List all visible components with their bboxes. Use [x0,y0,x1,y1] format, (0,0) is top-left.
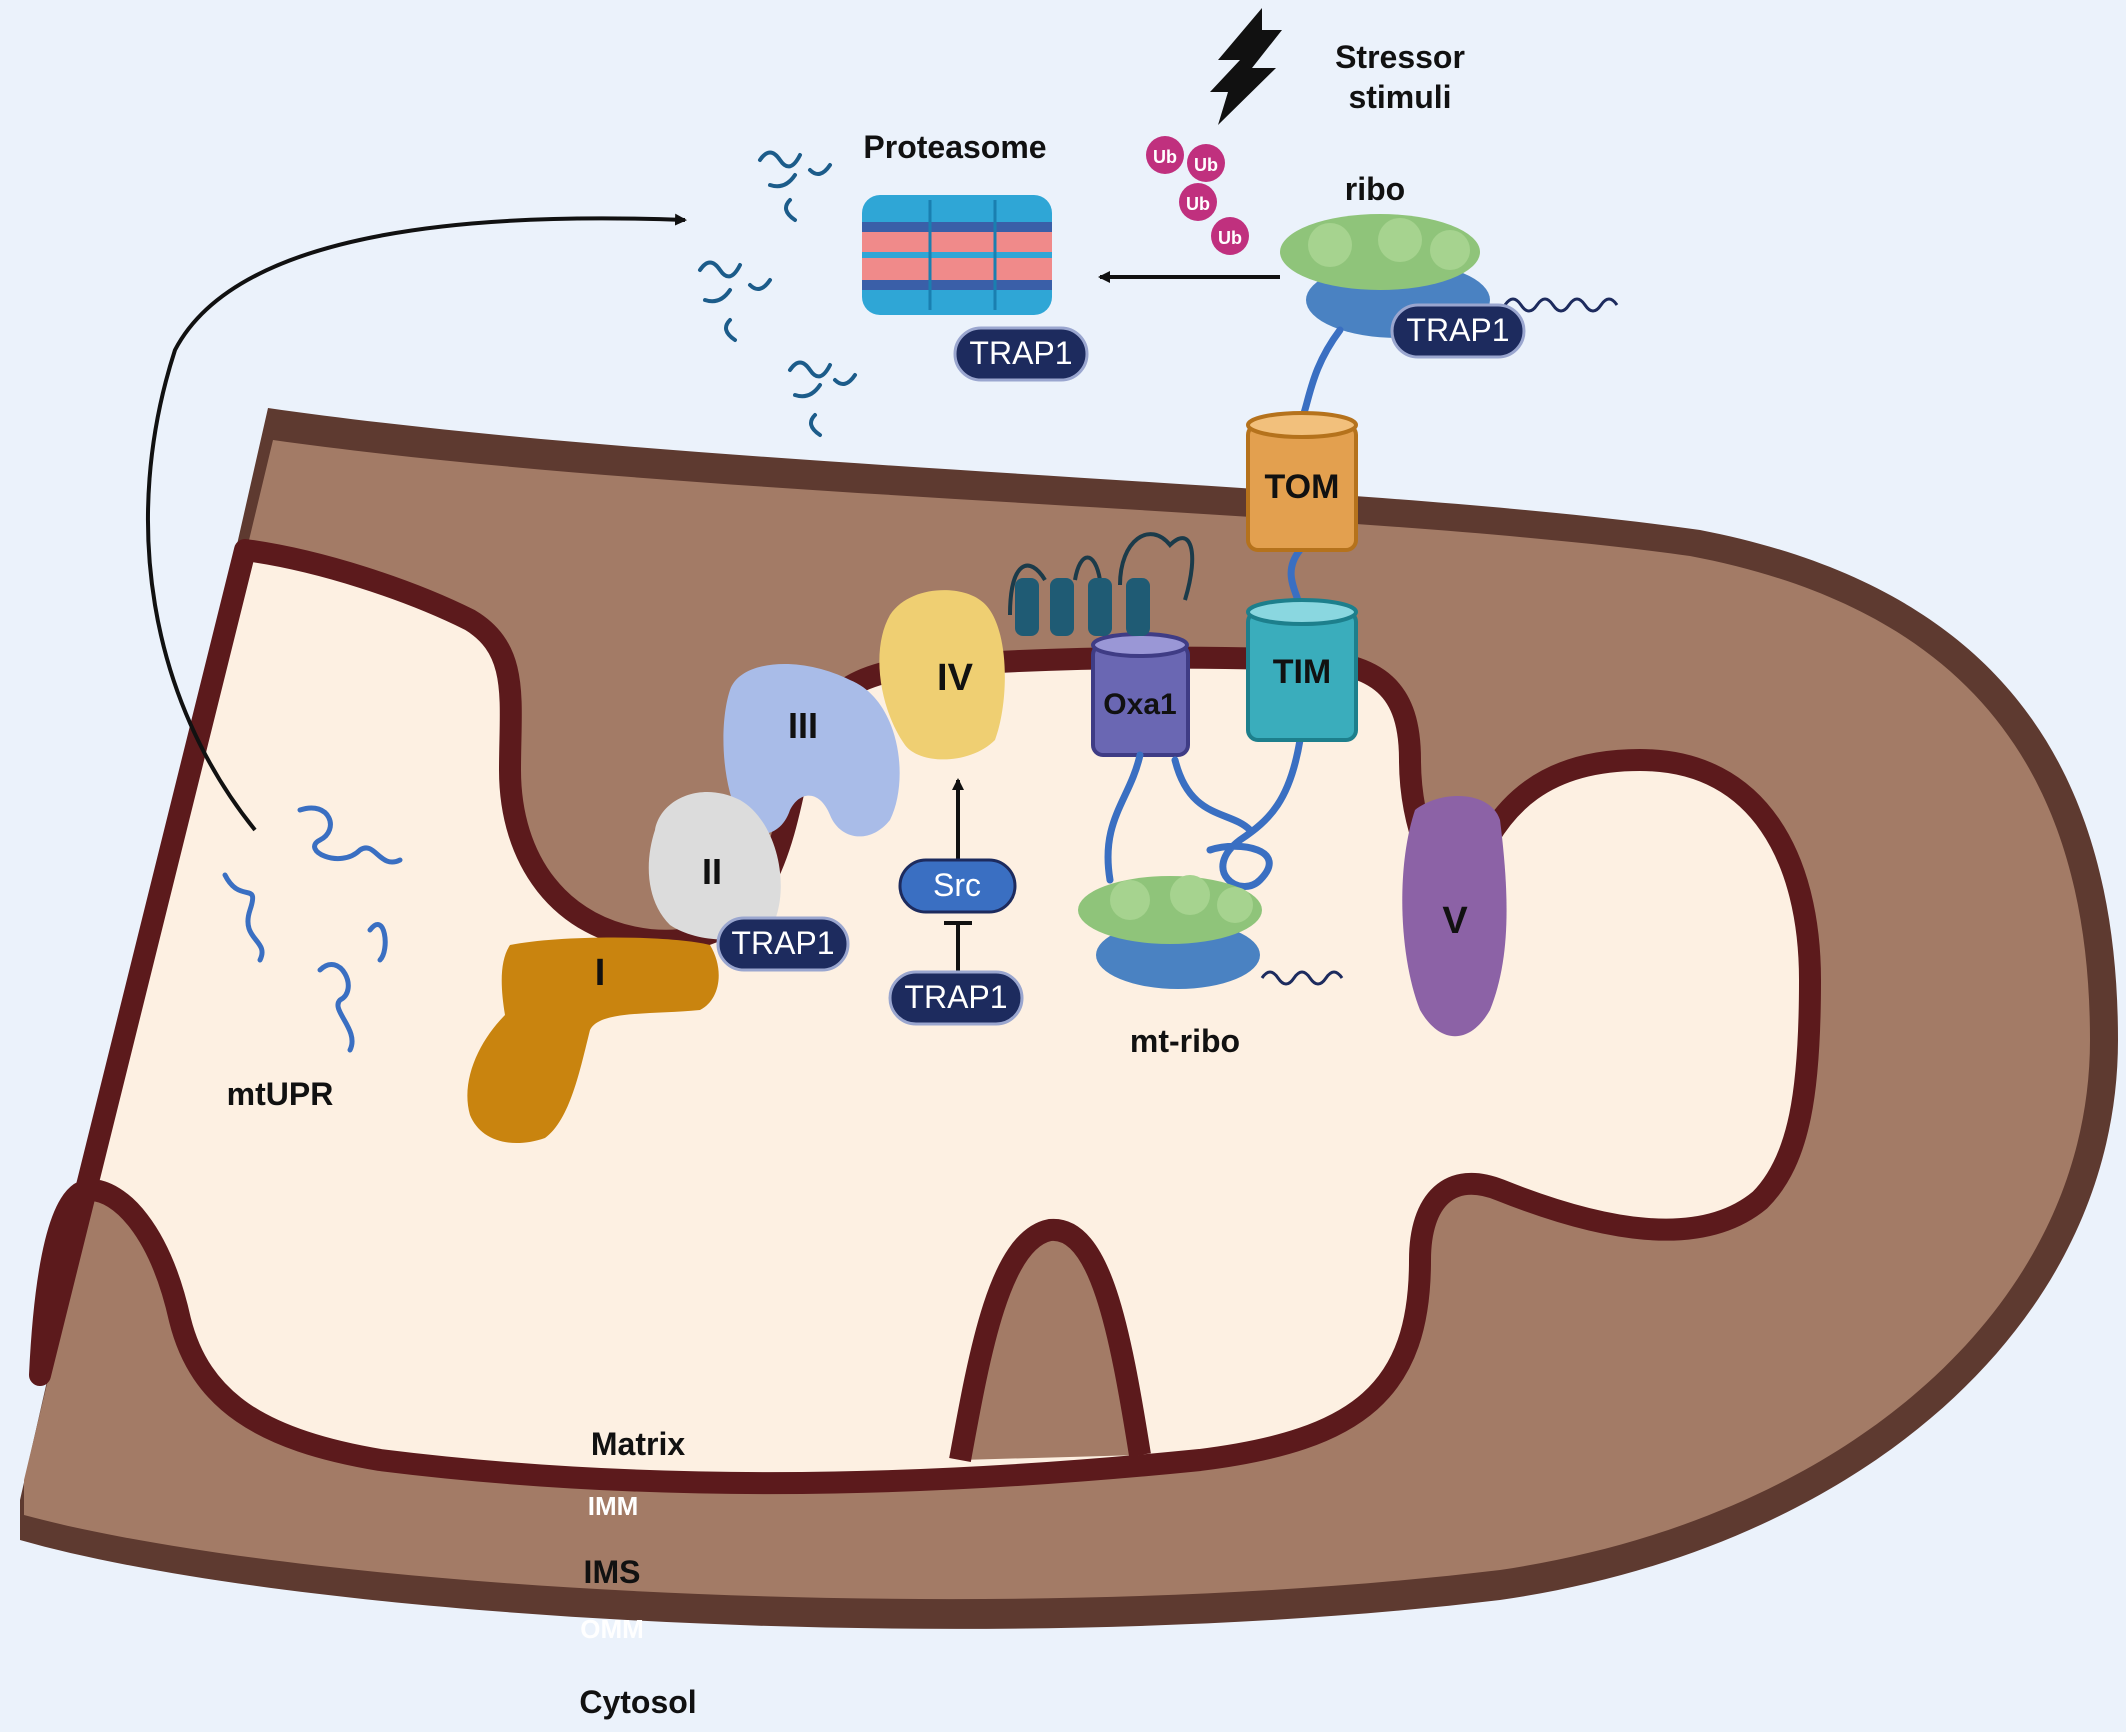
cytosol-label: Cytosol [579,1684,696,1720]
ub-label: Ub [1153,147,1177,167]
complex-i[interactable]: I [467,937,719,1144]
tom-complex[interactable]: TOM [1246,411,1358,552]
degraded-peptides [698,150,857,437]
complex-i-label: I [595,952,606,994]
trap1-complex-ii: TRAP1 [716,916,850,972]
ubiquitin-chain: Ub Ub Ub Ub [1146,136,1249,255]
mrna-matrix [1260,970,1344,986]
mtupr-label: mtUPR [227,1076,334,1112]
matrix-label: Matrix [591,1426,685,1462]
tim-complex[interactable]: TIM [1246,598,1358,742]
ub-label: Ub [1186,194,1210,214]
ub-label: Ub [1194,155,1218,175]
complex-ii-label: II [702,851,722,892]
inserted-membrane-protein [1008,532,1195,636]
oxa1-polypeptide [1104,751,1254,884]
trap1-label: TRAP1 [969,335,1072,371]
unfolded-proteins [222,805,403,1053]
crista-bottom [949,1218,1151,1462]
trap1-label: TRAP1 [1406,312,1509,348]
trap1-label: TRAP1 [904,979,1007,1015]
trap1-proteasome: TRAP1 [953,326,1089,382]
oxa1-label: Oxa1 [1103,688,1176,721]
tom-label: TOM [1265,468,1340,506]
ribo-label: ribo [1345,171,1405,207]
src-kinase[interactable]: Src [898,858,1017,914]
cytosolic-ribosome [1280,214,1490,338]
trap1-src: TRAP1 [888,970,1024,1026]
complex-iv[interactable]: IV [879,590,1005,760]
complex-iii[interactable]: III [723,663,900,837]
stressor-label-2: stimuli [1348,79,1451,115]
complex-v[interactable]: V [1402,796,1507,1037]
proteasome-label: Proteasome [863,129,1046,165]
stressor-label-1: Stressor [1335,39,1465,75]
mrna-cytosol [1503,297,1619,313]
complex-iv-label: IV [937,657,974,699]
trap1-ribo: TRAP1 [1390,303,1526,359]
mtupr-signal-arrow [146,213,687,832]
tim-label: TIM [1273,653,1332,691]
ub-label: Ub [1218,228,1242,248]
omm-label: OMM [580,1614,644,1644]
src-label: Src [933,867,981,903]
complex-iii-label: III [788,705,818,746]
mt-ribosome [1078,875,1262,989]
complex-ii[interactable]: II [648,791,781,940]
trap1-label: TRAP1 [731,925,834,961]
complex-v-label: V [1442,900,1468,942]
proteasome [862,195,1052,315]
mt-ribo-label: mt-ribo [1130,1023,1240,1059]
ims-label: IMS [584,1554,641,1590]
lightning-icon [1210,8,1282,125]
imm-label: IMM [588,1491,639,1521]
oxa1-complex[interactable]: Oxa1 [1091,632,1190,757]
